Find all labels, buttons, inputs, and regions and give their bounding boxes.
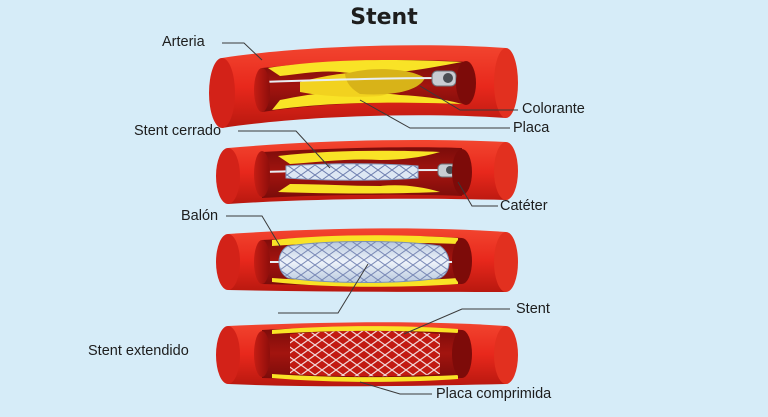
artery-1	[209, 45, 518, 129]
label-colorante: Colorante	[522, 101, 585, 117]
leader-lines	[222, 42, 518, 395]
label-stent-extendido: Stent extendido	[88, 343, 189, 359]
label-cateter: Catéter	[500, 198, 548, 214]
label-placa: Placa	[513, 120, 550, 136]
leader-colorante	[419, 85, 518, 111]
leader-balon	[226, 215, 281, 247]
label-stent: Stent	[516, 301, 550, 317]
label-stent-cerrado: Stent cerrado	[134, 123, 222, 139]
diagram-title: Stent	[350, 5, 418, 30]
leader-stent-cerrado	[238, 130, 331, 169]
leader-stent	[403, 308, 510, 335]
label-balon: Balón	[181, 208, 219, 224]
artery-2	[216, 140, 518, 204]
leader-arteria	[222, 42, 263, 61]
leader-balloon-center	[278, 263, 369, 314]
label-placa-comprimida: Placa comprimida	[436, 386, 552, 402]
leader-cateter	[457, 181, 498, 207]
artery-4	[216, 322, 518, 387]
leader-placa-comprimida	[359, 381, 432, 395]
dye-region	[345, 69, 425, 95]
leader-placa	[359, 99, 510, 129]
label-arteria: Arteria	[162, 34, 205, 50]
artery-3	[216, 228, 518, 292]
